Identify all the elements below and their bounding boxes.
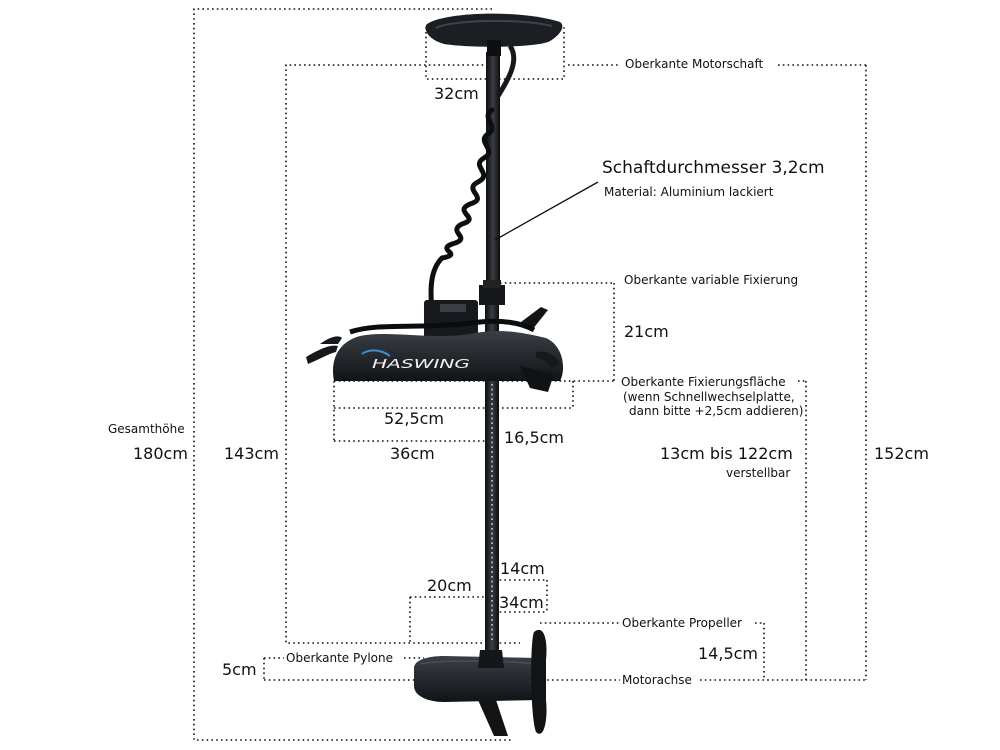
head-width-label: 32cm [434,84,479,103]
adjustable-range-label: 13cm bis 122cm [658,444,795,463]
pylon-height-label: 5cm [220,660,259,679]
adjustable-note-label: verstellbar [724,466,793,480]
dimension-lines [193,8,867,741]
shaft-upper-label: 152cm [872,444,931,463]
motor-rear-label: 20cm [427,576,472,595]
propeller-height-label: 14,5cm [696,644,761,663]
mount-length-label: 52,5cm [384,409,445,428]
brand-logo: HASWING [372,357,470,371]
total-height-label: 180cm [131,444,190,463]
trolling-motor: HASWING [306,13,564,736]
mount-rear-label: 36cm [388,444,437,463]
fixation-height-label: 21cm [622,322,671,341]
fixation-surface-label: Oberkante Fixierungsfläche [619,375,788,389]
motor-length-label: 34cm [499,593,544,612]
mount-front-label: 16,5cm [502,428,567,447]
material-label: Material: Aluminium lackiert [602,185,776,199]
fixation-note-1: (wenn Schnellwechselplatte, [621,390,797,404]
motor-axis-label: Motorachse [620,673,694,687]
shaft-diameter-label: Schaftdurchmesser 3,2cm [600,158,827,178]
variable-fixation-label: Oberkante variable Fixierung [622,273,801,287]
total-height-caption: Gesamthöhe [106,422,187,436]
motor-shaft-top-label: Oberkante Motorschaft [623,57,766,71]
pylon-top-label: Oberkante Pylone [284,651,395,665]
pylon-width-label: 14cm [500,559,545,578]
shaft-length-label: 143cm [222,444,281,463]
fixation-note-2: dann bitte +2,5cm addieren) [627,404,806,418]
propeller-top-label: Oberkante Propeller [620,616,744,630]
